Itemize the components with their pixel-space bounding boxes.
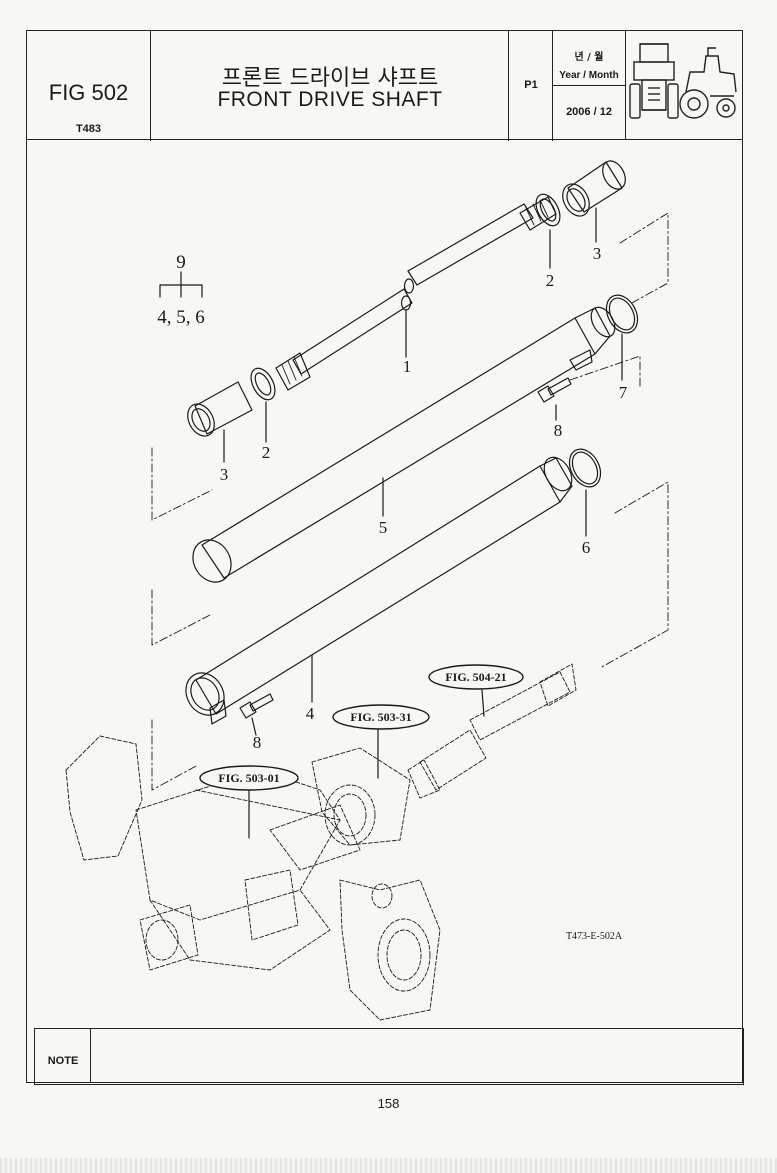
guide-lines	[151, 212, 669, 791]
date-label-korean: 년 / 월	[574, 52, 604, 63]
callout-3-left: 3	[220, 465, 229, 484]
note-label-cell: NOTE	[35, 1029, 91, 1083]
o-ring-part-6	[568, 448, 602, 537]
callout-9: 9	[176, 252, 186, 273]
fig-reference-leaders	[248, 689, 485, 839]
assembly-bracket-9	[159, 271, 203, 298]
note-label: NOTE	[47, 1055, 79, 1067]
page-code: P1	[524, 79, 538, 91]
page-code-cell: P1	[509, 30, 553, 141]
pinion-shaft-assembly	[407, 663, 577, 799]
callout-8-upper: 8	[554, 421, 563, 440]
callout-6: 6	[582, 538, 591, 557]
header: FIG 502 T483 프론트 드라이브 샤프트 FRONT DRIVE SH…	[26, 30, 743, 141]
fig-ref-504-21: FIG. 504-21	[445, 670, 506, 684]
bushing-part-3-right	[562, 160, 626, 243]
exploded-parts-diagram: 1 2 2 3 3 4 5 6 7 8 8 9 4, 5, 6 FIG. 504…	[65, 160, 669, 1021]
tractor-outline-icon	[625, 30, 741, 139]
callout-7: 7	[619, 383, 628, 402]
bolt-part-8-upper	[537, 377, 572, 421]
fig-cell: FIG 502 T483	[26, 30, 151, 141]
title-english: FRONT DRIVE SHAFT	[217, 88, 443, 111]
bolt-part-8-lower	[239, 693, 274, 736]
fig-ref-503-31: FIG. 503-31	[350, 710, 411, 724]
date-cell: 년 / 월 Year / Month 2006 / 12	[553, 30, 625, 141]
title-korean: 프론트 드라이브 샤프트	[221, 66, 439, 91]
bushing-part-3-left	[187, 381, 253, 463]
fig-ref-503-31-oval	[332, 704, 430, 730]
callout-9-components: 4, 5, 6	[157, 307, 205, 328]
callout-2-left: 2	[262, 443, 271, 462]
drive-shaft-part-1	[275, 196, 557, 391]
fig-ref-504-21-oval	[428, 664, 524, 690]
page-number: 158	[377, 1096, 400, 1111]
fig-ref-503-01-oval	[199, 765, 299, 791]
date-label-english: Year / Month	[559, 70, 619, 81]
tube-part-4	[185, 456, 573, 725]
o-ring-part-7	[605, 294, 639, 381]
fig-ref-503-01: FIG. 503-01	[218, 771, 279, 785]
page-frame	[26, 30, 743, 1083]
date-value: 2006 / 12	[566, 106, 612, 118]
fig-number: FIG 502	[48, 80, 129, 105]
model-code: T483	[75, 123, 102, 135]
date-divider	[553, 85, 625, 86]
snap-ring-part-2-left	[250, 367, 276, 443]
callout-2-right: 2	[546, 271, 555, 290]
tube-part-5	[192, 306, 616, 583]
note-row: NOTE	[34, 1028, 744, 1085]
callout-1: 1	[403, 357, 412, 376]
snap-ring-part-2-right	[535, 193, 561, 269]
callout-4: 4	[306, 704, 315, 723]
callout-3-right: 3	[593, 244, 602, 263]
header-divider	[26, 139, 743, 140]
callout-8-lower: 8	[253, 733, 262, 752]
drawing-code: T473-E-502A	[566, 931, 623, 942]
callout-5: 5	[379, 518, 388, 537]
title-cell: 프론트 드라이브 샤프트 FRONT DRIVE SHAFT	[151, 30, 509, 141]
scan-edge	[0, 1158, 777, 1173]
